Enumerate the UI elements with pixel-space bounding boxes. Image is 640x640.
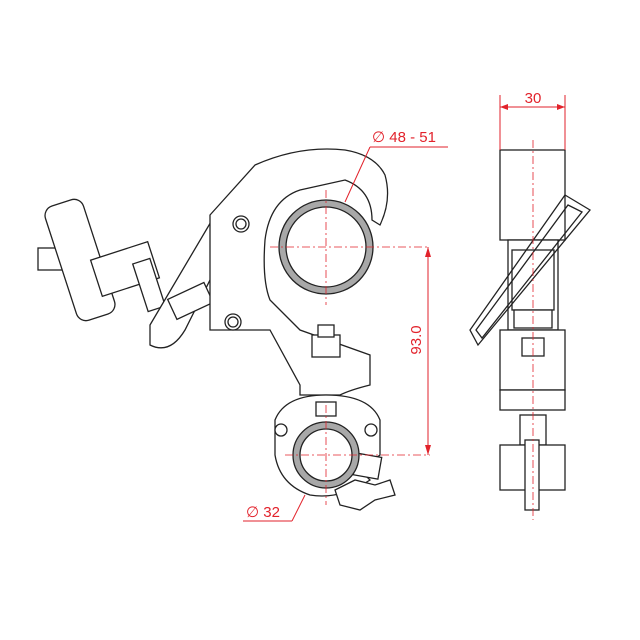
clamp-body xyxy=(209,148,389,396)
side-view xyxy=(469,95,591,520)
knob-handle xyxy=(37,198,167,322)
dimension-small-diameter xyxy=(243,494,306,522)
main-diameter-label: ∅ 48 - 51 xyxy=(372,129,436,146)
width-label: 30 xyxy=(525,90,542,107)
center-distance-label: 93.0 xyxy=(408,325,425,354)
small-diameter-label: ∅ 32 xyxy=(246,504,280,521)
dimension-main-diameter xyxy=(344,146,448,203)
dimension-center-distance xyxy=(425,247,431,455)
